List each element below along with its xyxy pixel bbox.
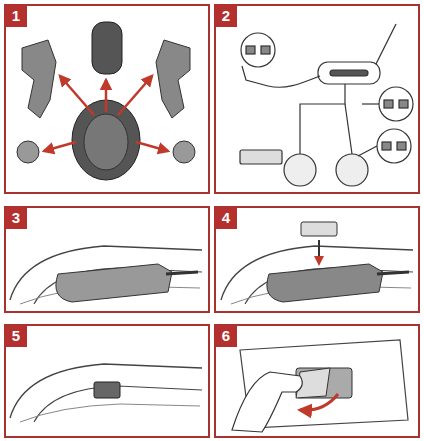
arrow bbox=[105, 80, 108, 112]
step-number: 6 bbox=[215, 325, 237, 347]
arrow bbox=[118, 76, 152, 115]
peel-arrow bbox=[300, 394, 338, 410]
connector bbox=[382, 142, 391, 150]
ear-pad bbox=[173, 141, 195, 163]
step-number: 1 bbox=[5, 5, 27, 27]
leader bbox=[362, 103, 379, 104]
step-panel: 2 bbox=[214, 4, 420, 194]
headset-kit bbox=[240, 24, 413, 186]
clamp-bolt bbox=[166, 272, 198, 274]
connector bbox=[397, 142, 406, 150]
ear-pad bbox=[17, 141, 39, 163]
wire bbox=[268, 76, 320, 87]
step-number: 5 bbox=[5, 325, 27, 347]
magnifier bbox=[377, 129, 411, 163]
helmet-side bbox=[221, 222, 413, 304]
step-number: 4 bbox=[215, 207, 237, 229]
connector bbox=[261, 46, 270, 54]
mounted-plate bbox=[94, 382, 120, 398]
step-number: 2 bbox=[215, 5, 237, 27]
hand bbox=[232, 372, 302, 432]
mount-plate bbox=[296, 368, 352, 398]
helmet-profile bbox=[221, 246, 413, 304]
step-panel: 1 bbox=[4, 4, 210, 194]
mount-plate bbox=[301, 222, 337, 236]
step-panel: 5 bbox=[4, 324, 210, 438]
main-unit bbox=[318, 62, 380, 84]
arrow bbox=[136, 142, 168, 151]
helmet-interior bbox=[17, 22, 195, 180]
cheek-pad bbox=[22, 40, 56, 118]
step-panel: 3 bbox=[4, 206, 210, 313]
clamp bbox=[267, 264, 383, 302]
clamp-bolt bbox=[377, 272, 409, 274]
connector bbox=[384, 100, 393, 108]
connector bbox=[246, 46, 255, 54]
helmet-profile bbox=[10, 246, 202, 304]
arrow bbox=[44, 142, 76, 151]
wire bbox=[345, 104, 352, 154]
connector bbox=[399, 100, 408, 108]
mic-boom bbox=[242, 66, 268, 86]
mount-plate bbox=[240, 150, 282, 164]
wire bbox=[300, 84, 345, 154]
plate-peel bbox=[232, 340, 408, 432]
helmet-side bbox=[10, 246, 202, 304]
arrow bbox=[60, 76, 94, 115]
magnifier bbox=[241, 33, 275, 67]
magnifier bbox=[379, 87, 413, 121]
step-panel: 4 bbox=[214, 206, 420, 313]
removal-arrows bbox=[44, 76, 168, 151]
insert-arrow bbox=[318, 240, 320, 264]
unit-button bbox=[330, 70, 368, 76]
helmet-liner bbox=[84, 114, 128, 170]
helmet-profile bbox=[10, 364, 202, 422]
clamp bbox=[56, 264, 172, 302]
step-panel: 6 bbox=[214, 324, 420, 438]
speaker bbox=[336, 154, 368, 186]
speaker bbox=[284, 154, 316, 186]
leader bbox=[358, 146, 377, 156]
helmet-side bbox=[10, 364, 202, 422]
antenna bbox=[376, 24, 396, 64]
step-number: 3 bbox=[5, 207, 27, 229]
top-pad bbox=[92, 22, 122, 74]
cheek-pad bbox=[156, 40, 190, 118]
